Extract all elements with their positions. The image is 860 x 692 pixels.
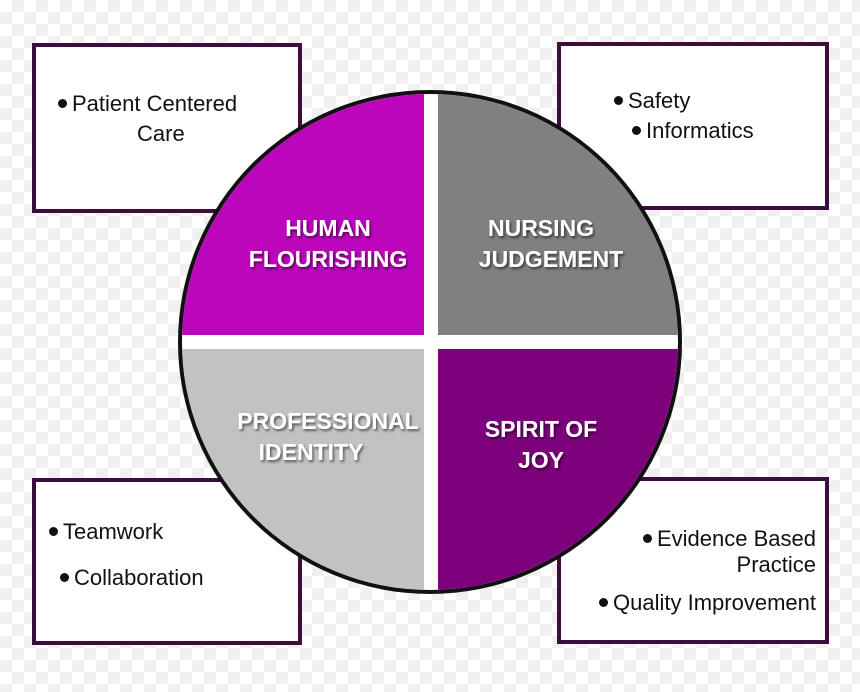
bullet-icon	[599, 597, 609, 607]
list-item: Collaboration	[60, 563, 204, 593]
bullet-icon	[60, 572, 69, 582]
list-item: Patient Centered	[58, 89, 237, 119]
label-human-flourishing-line2: FLOURISHING	[249, 246, 407, 272]
label-nursing-judgement-line2: JUDGEMENT	[479, 246, 623, 272]
label-spirit-of-joy-line1: SPIRIT OF	[485, 416, 597, 442]
list-item-continuation: Practice	[736, 552, 816, 577]
label-spirit-of-joy-line2: JOY	[518, 447, 564, 473]
label-professional-identity-line2: IDENTITY	[259, 439, 364, 465]
bullet-icon	[643, 533, 652, 543]
list-item: Quality Improvement	[599, 588, 816, 618]
quadrant-human-flourishing	[182, 94, 424, 335]
label-human-flourishing-line1: HUMAN	[285, 215, 371, 241]
quadrant-professional-identity	[182, 349, 424, 590]
list-item: Teamwork	[49, 517, 163, 547]
bullet-icon	[49, 526, 58, 536]
list-item-continuation: Care	[137, 121, 185, 146]
bullet-icon	[614, 95, 623, 105]
bullet-icon	[632, 125, 641, 135]
list-item: Evidence Based	[643, 524, 816, 554]
box-human-flourishing: Patient Centered Care	[32, 43, 302, 213]
list-item: Informatics	[632, 116, 754, 146]
bullet-icon	[58, 98, 67, 108]
label-professional-identity-line1: PROFESSIONAL	[237, 408, 418, 434]
quadrant-spirit-of-joy	[438, 349, 678, 590]
label-nursing-judgement-line1: NURSING	[488, 215, 594, 241]
list-item: Safety	[614, 86, 690, 116]
quadrant-nursing-judgement	[438, 94, 678, 335]
